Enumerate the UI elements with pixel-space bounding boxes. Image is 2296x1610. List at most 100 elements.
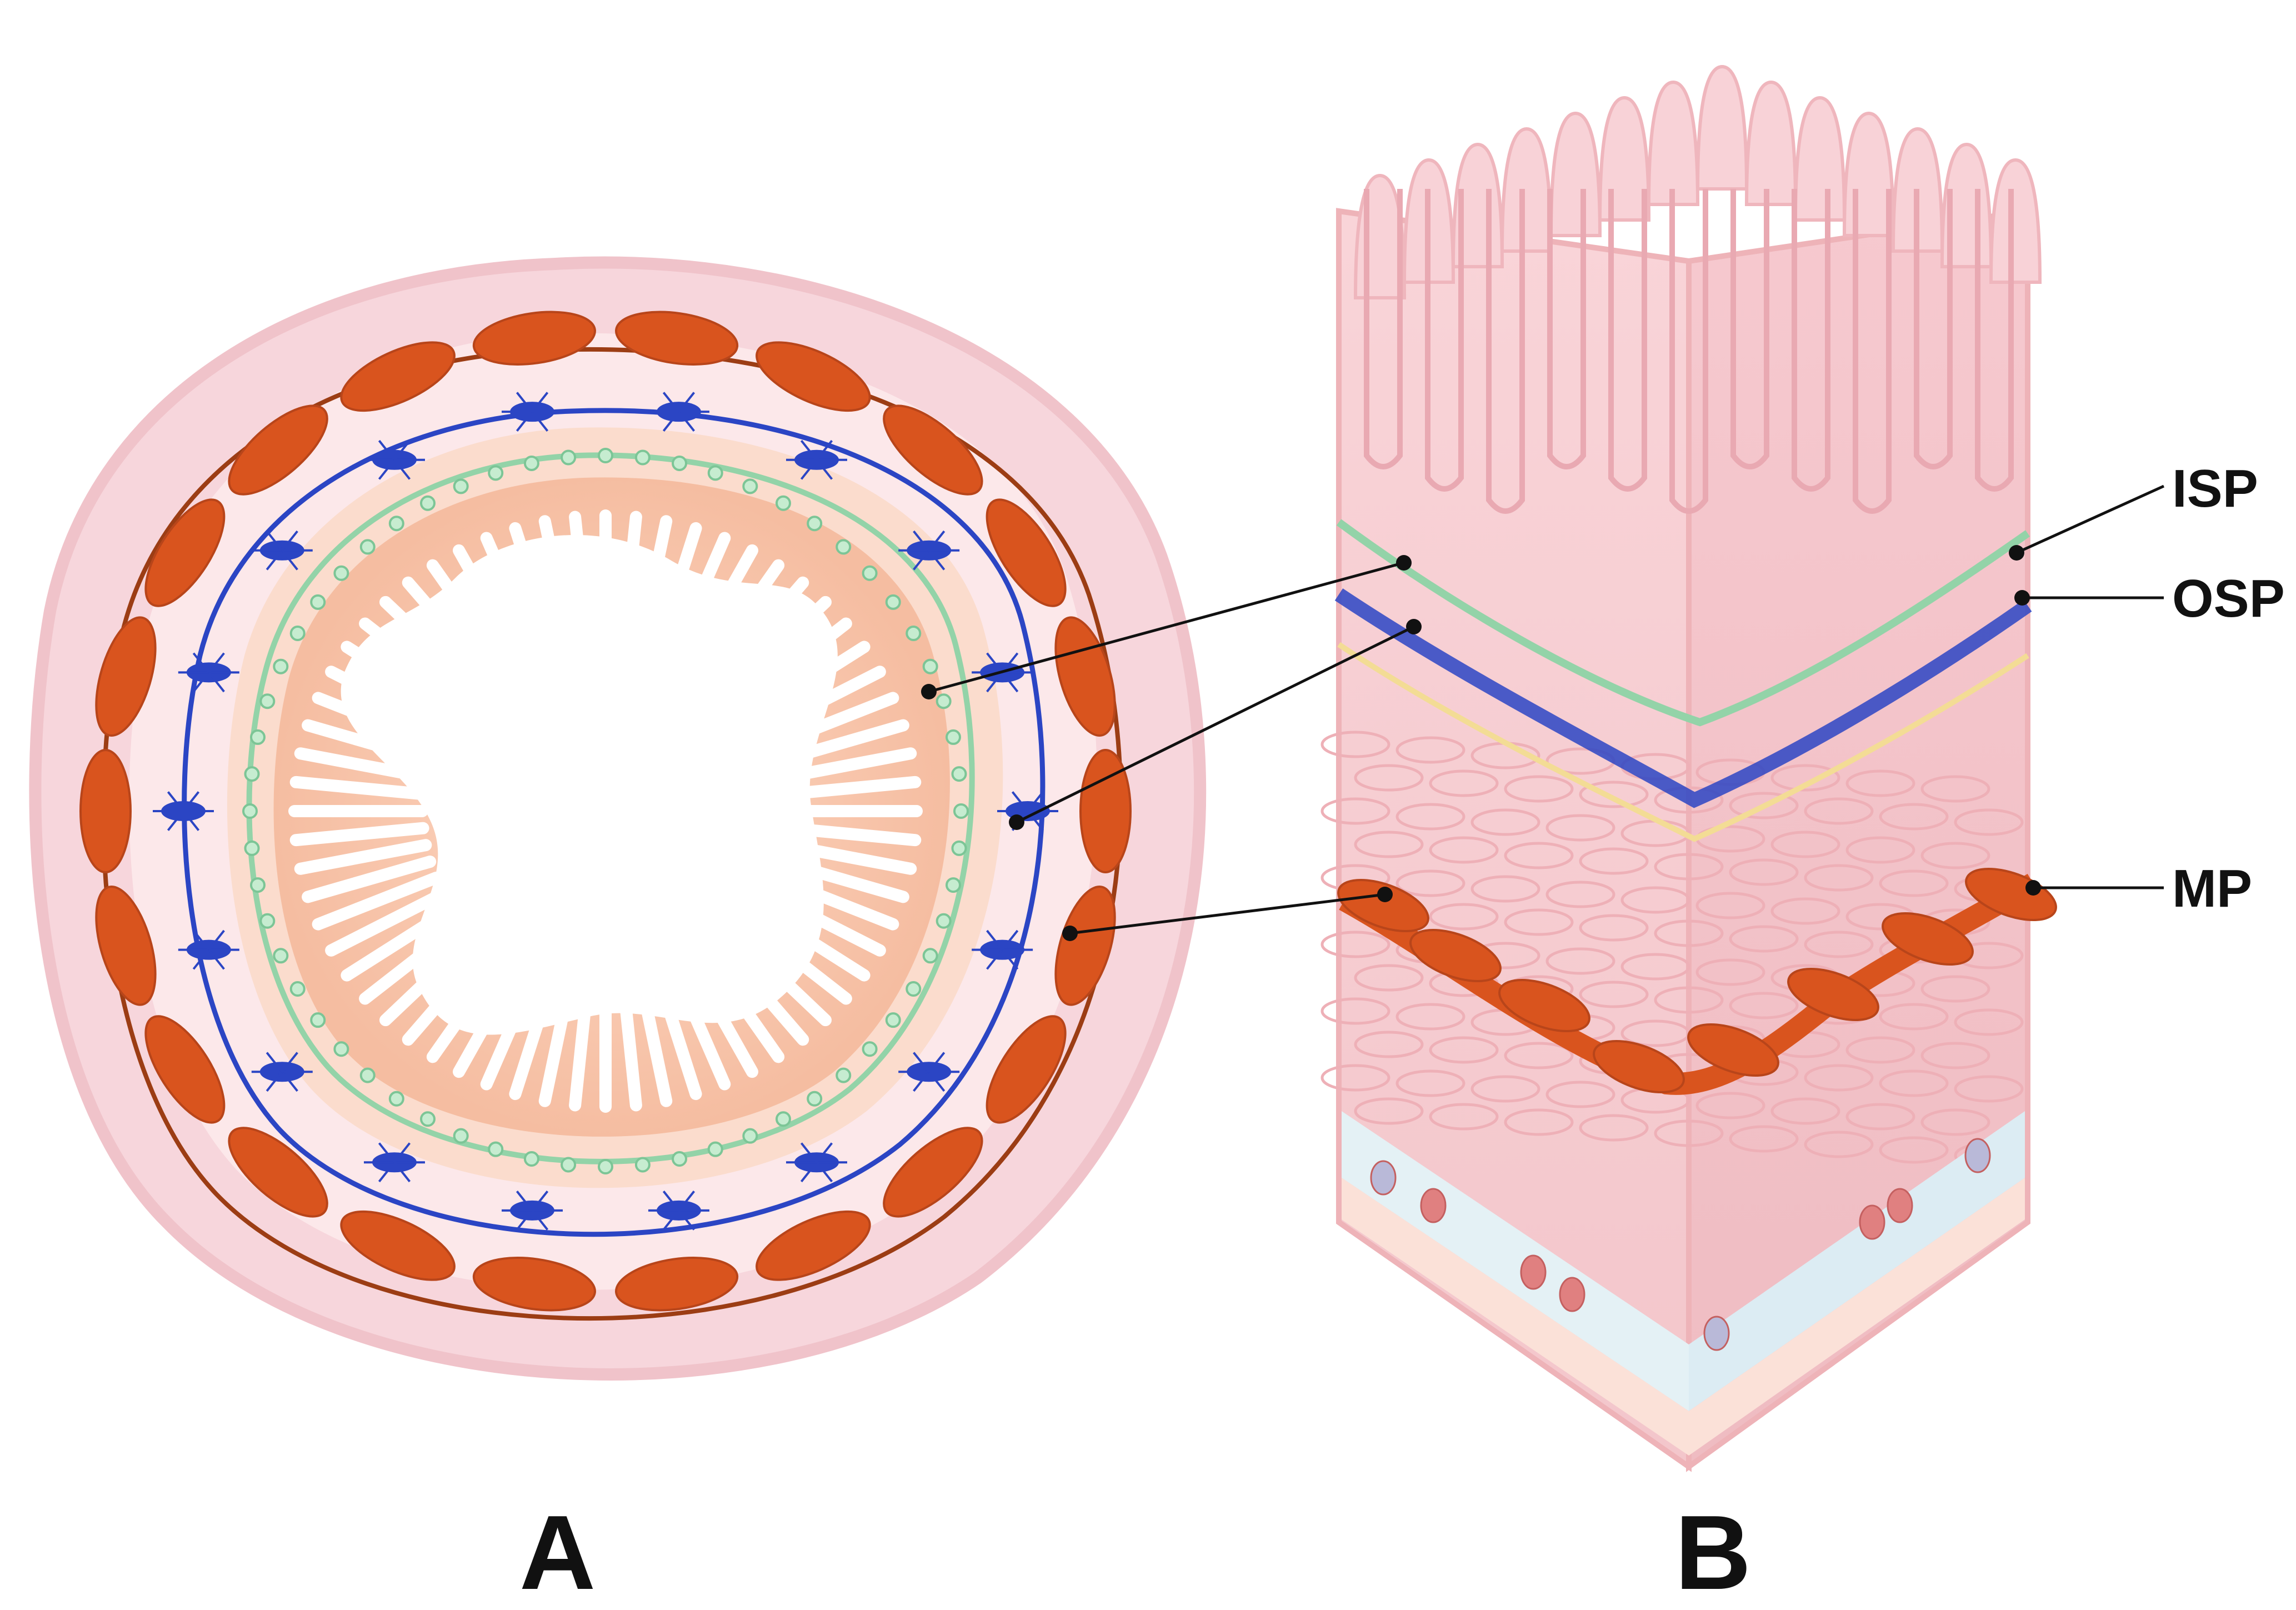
enteric-glia-icon [420, 1111, 436, 1127]
dendrite [986, 949, 1003, 970]
dendrite [928, 530, 946, 552]
muscle-cell [1954, 808, 2024, 836]
dendrite [816, 459, 833, 480]
dendrite [1001, 949, 1019, 970]
blood-cell-icon [1370, 1160, 1397, 1196]
enteric-glia-icon [333, 565, 349, 581]
inner-submucosal-plexus-a [246, 452, 975, 1164]
dendrite [281, 1071, 298, 1092]
muscle-cell [1504, 1108, 1574, 1136]
enteric-glia-icon [310, 594, 326, 610]
enteric-glia-icon [742, 478, 758, 494]
outer-submucosal-plexus-a [182, 408, 1046, 1237]
dendrite [182, 810, 200, 831]
muscle-cell [1654, 919, 1724, 947]
enteric-glia-icon [333, 1041, 349, 1057]
villus [1744, 80, 1798, 206]
muscle-cell [1654, 786, 1724, 814]
muscle-cell [1654, 986, 1724, 1014]
enteric-glia-icon [951, 766, 967, 782]
dendrite [378, 439, 396, 461]
enteric-glia-icon [420, 495, 436, 511]
muscle-cell [1504, 775, 1574, 803]
muscle-cell [1579, 781, 1649, 808]
muscle-cell [1804, 864, 1874, 892]
enteric-glia-icon [906, 626, 922, 641]
enteric-glia-icon [742, 1128, 758, 1144]
crypt [1547, 189, 1586, 469]
enteric-glia-icon [946, 877, 962, 893]
dendrite [266, 549, 283, 571]
dendrite [816, 439, 833, 461]
dendrite [928, 549, 946, 571]
myenteric-ganglion-icon [1593, 1039, 1685, 1094]
crypt [1608, 189, 1647, 492]
dendrite [393, 1161, 411, 1183]
myenteric-ganglion-icon [1079, 749, 1132, 873]
muscle-cell [1770, 897, 1840, 925]
villus-slit [294, 839, 432, 875]
enteric-glia-icon [561, 449, 577, 466]
enteric-glia-icon [388, 1091, 404, 1107]
enteric-glia-icon [936, 913, 952, 929]
muscle-cell [1804, 931, 1874, 958]
dendrite [928, 1052, 946, 1073]
leader-lines [921, 484, 2165, 941]
dendrite [662, 1191, 680, 1212]
dendrite [913, 530, 930, 552]
muscle-cell [1320, 997, 1390, 1025]
enteric-glia-icon [946, 729, 962, 745]
enteric-glia-icon [862, 565, 878, 581]
villus [1842, 111, 1895, 237]
enteric-glia-icon [672, 1151, 688, 1167]
crypt [1425, 189, 1464, 492]
blood-cell-icon [1964, 1138, 1991, 1173]
myenteric-ganglion-icon [1054, 616, 1116, 737]
dendrite [208, 652, 225, 673]
enteric-glia-icon [922, 948, 938, 964]
enteric-glia-icon [244, 766, 260, 782]
enteric-glia-icon [359, 539, 376, 555]
dendrite [378, 1142, 396, 1163]
enteric-glia-icon [259, 693, 276, 709]
dendrite [800, 459, 818, 480]
muscle-cell [1320, 1064, 1390, 1092]
blood-cell-icon [1420, 1188, 1447, 1223]
enteric-glia-icon [862, 1041, 878, 1057]
villus [1695, 64, 1749, 191]
crypt [1853, 189, 1892, 514]
dendrite [516, 1191, 533, 1212]
lumen [341, 534, 838, 1035]
enteric-glia-icon [289, 981, 306, 997]
muscle-cell [1845, 836, 1915, 864]
dendrite [208, 929, 225, 951]
myenteric-ganglion-icon [1787, 967, 1879, 1022]
myenteric-ganglion-icon [1409, 928, 1502, 983]
enteric-glia-icon [273, 658, 289, 674]
blood-cell-icon [1559, 1277, 1585, 1312]
dendrite [678, 1191, 696, 1212]
muscle-cell [1354, 1097, 1424, 1125]
enteric-glia-icon [453, 1128, 469, 1144]
myenteric-ganglion-icon [144, 1015, 226, 1124]
intestinal-crypts [1364, 189, 2014, 514]
enteric-glia-icon [453, 478, 469, 494]
muscle-cell [1804, 1064, 1874, 1092]
myenteric-ganglion-icon [1687, 1023, 1779, 1077]
enteric-glia-icon [259, 913, 276, 929]
myenteric-ganglion-icon [95, 616, 157, 737]
base-band-side [1689, 1178, 2025, 1456]
enteric-glia-icon [936, 693, 952, 709]
muscle-cell [1845, 1036, 1915, 1064]
enteric-glia-icon [242, 803, 258, 819]
enteric-glia-icon [672, 455, 688, 471]
panel-b-tissue-block [1320, 64, 2057, 1472]
dendrite [281, 549, 298, 571]
dendrite [662, 411, 680, 432]
muscle-cell [1354, 764, 1424, 792]
myenteric-ganglion-icon [986, 498, 1067, 607]
serosa-vessel-layer-front [1342, 1111, 1689, 1411]
myenteric-ganglion-icon [144, 498, 226, 607]
muscle-cell [1579, 981, 1649, 1008]
